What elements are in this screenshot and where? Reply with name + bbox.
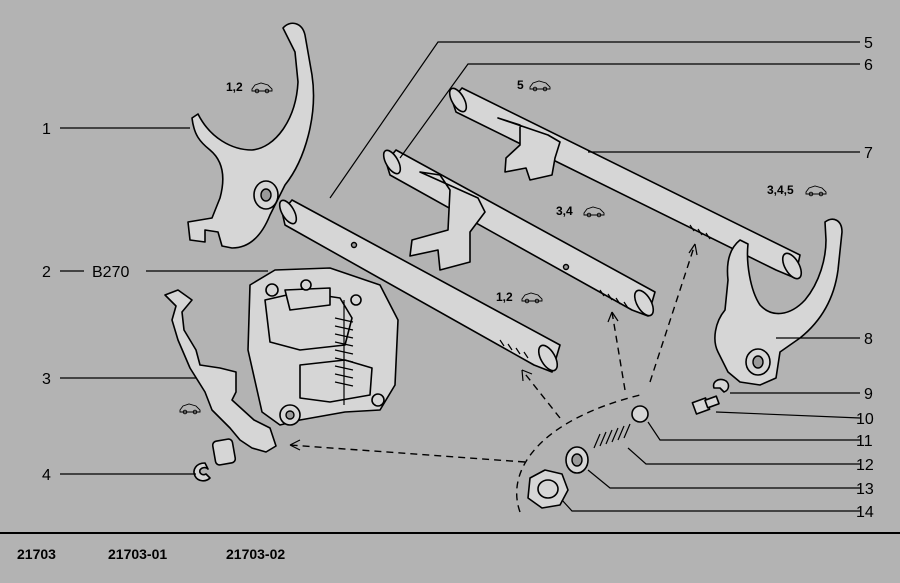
callout-6: 6 [864,57,873,74]
leader-lines [60,41,861,512]
car-icon [529,80,551,92]
callout-14: 14 [856,504,874,521]
gear-label-rod-3-4: 3,4 [556,204,573,218]
part-2-code: B270 [92,264,129,281]
footer: 21703 21703-01 21703-02 [0,532,900,562]
car-icon [583,206,605,218]
footer-code-3: 21703-02 [226,546,285,562]
car-icon [251,82,273,94]
callout-9: 9 [864,386,873,403]
car-icon [179,403,201,415]
part-9-washer [712,378,730,393]
shift-rod-1-2 [278,199,561,373]
callout-2: 2 [42,264,51,281]
part-8-shift-fork [714,218,843,386]
part-3-lever [164,289,277,466]
callout-4: 4 [42,467,51,484]
car-icon [521,292,543,304]
gear-label-fork-1: 1,2 [226,80,243,94]
callout-7: 7 [864,145,873,162]
gear-label-fork-8: 3,4,5 [767,183,794,197]
footer-code-1: 21703 [17,546,56,562]
assembly-guides [289,243,698,513]
callout-12: 12 [856,457,874,474]
callout-8: 8 [864,331,873,348]
callout-13: 13 [856,481,874,498]
callout-10: 10 [856,411,874,428]
callout-1: 1 [42,121,51,138]
callout-3: 3 [42,371,51,388]
part-13-washer [565,446,589,474]
footer-code-2: 21703-01 [108,546,167,562]
gear-label-rod-5: 5 [517,78,524,92]
callout-11: 11 [856,433,873,450]
part-2-selector-mechanism [247,267,399,426]
part-14-plug [527,469,569,509]
car-icon [805,185,827,197]
shift-rod-5 [448,87,803,280]
part-10-bolt [691,395,720,415]
gear-label-rod-1-2: 1,2 [496,290,513,304]
callout-5: 5 [864,35,873,52]
part-12-spring [593,423,631,449]
part-11-ball [631,405,649,423]
shift-rod-3-4 [382,149,656,317]
part-4-clip [193,462,211,482]
part-1-shift-fork [187,22,315,249]
